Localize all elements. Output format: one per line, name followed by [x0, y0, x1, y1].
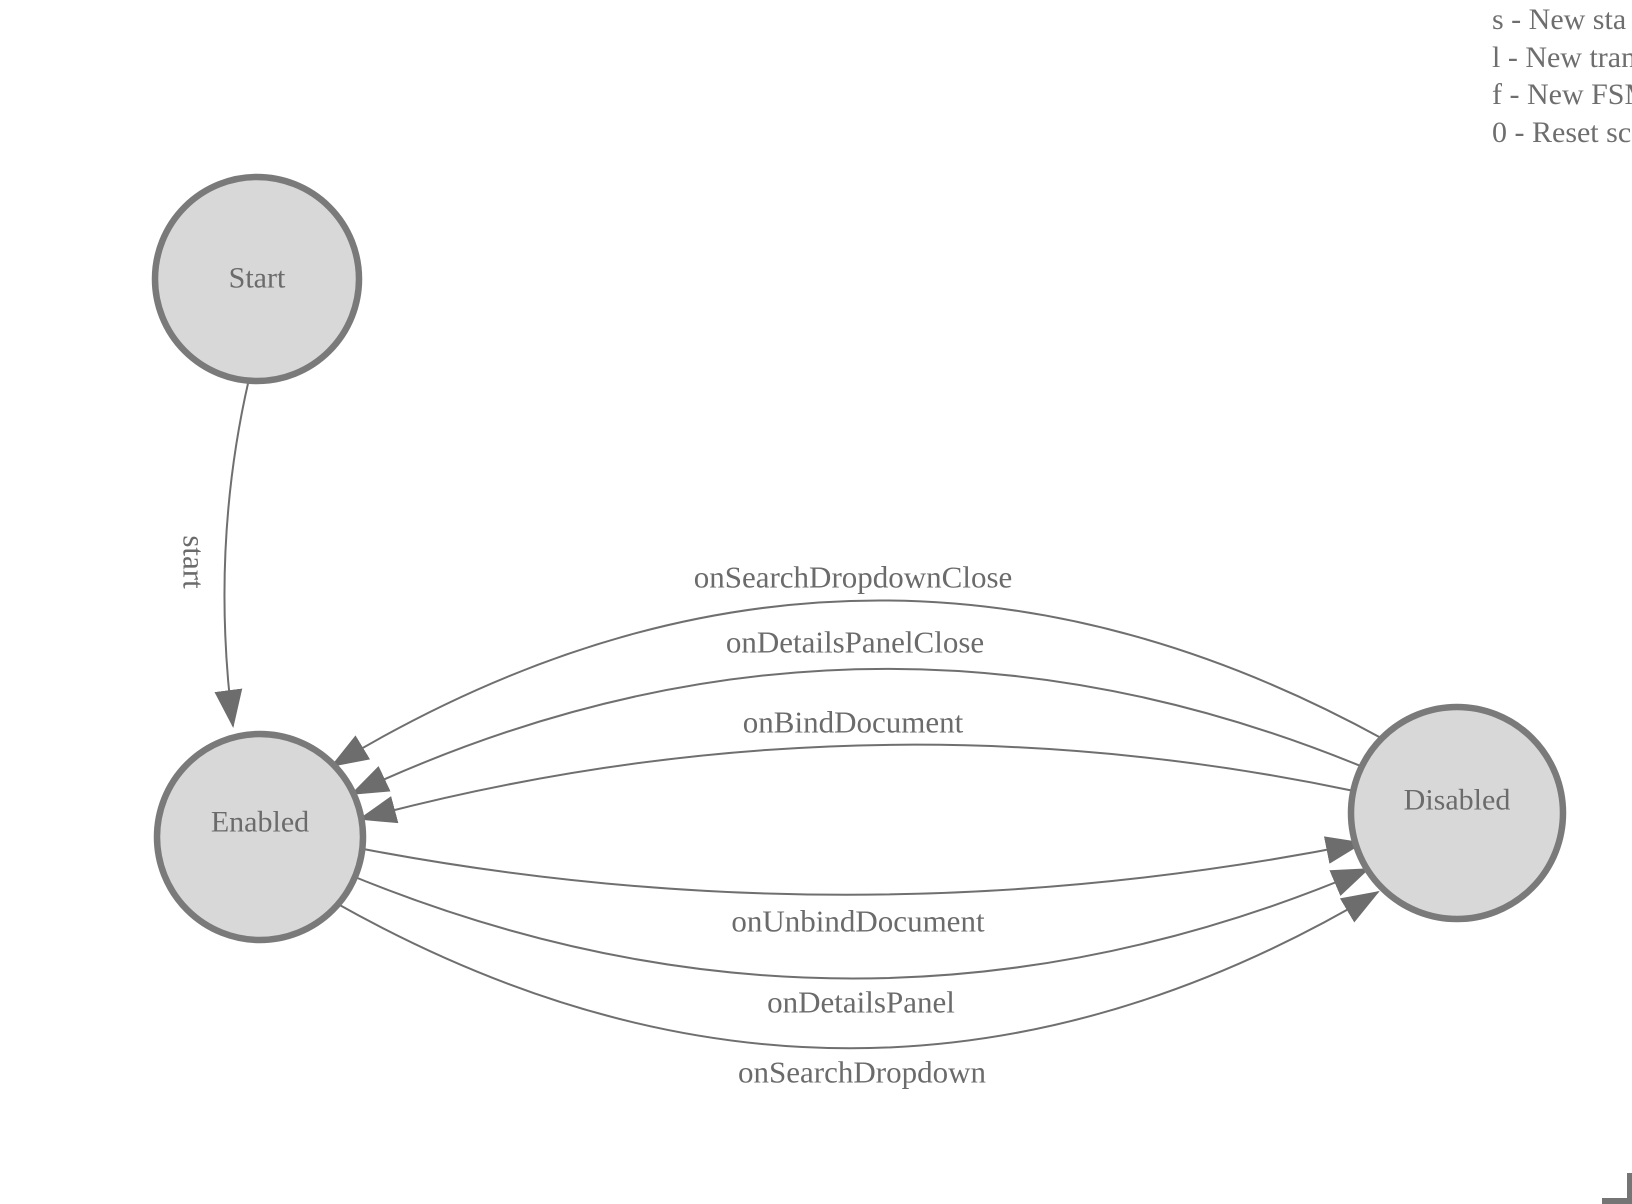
transition-path-onDetailsPanelClose[interactable] [350, 667, 1364, 795]
canvas-corner [1602, 1173, 1632, 1204]
state-label-enabled: Enabled [211, 806, 309, 839]
state-node-start[interactable]: Start [151, 173, 363, 385]
state-label-disabled: Disabled [1404, 784, 1511, 817]
transition-onSearchDropdown[interactable]: onSearchDropdown [335, 890, 1380, 1090]
transition-path-onBindDocument[interactable] [358, 743, 1355, 824]
transition-path-onSearchDropdown[interactable] [335, 890, 1380, 1050]
transition-onBindDocument[interactable]: onBindDocument [358, 705, 1355, 824]
transition-layer: start onSearchDropdownClose onDetailsPanel… [177, 378, 1384, 1090]
transition-onDetailsPanel[interactable]: onDetailsPanel [349, 868, 1370, 1020]
transition-label-onDetailsPanel: onDetailsPanel [767, 985, 955, 1020]
transition-label-onBindDocument: onBindDocument [743, 705, 964, 740]
legend-line-new-state: s - New sta [1492, 3, 1627, 36]
state-node-enabled[interactable]: Enabled [153, 730, 367, 944]
transition-label-onDetailsPanelClose: onDetailsPanelClose [726, 625, 984, 660]
transition-path-onUnbindDocument[interactable] [357, 836, 1364, 896]
state-label-start: Start [229, 262, 286, 295]
state-circle-disabled[interactable] [1347, 703, 1567, 923]
transition-path-onDetailsPanel[interactable] [349, 868, 1370, 980]
legend-line-new-transition: l - New tran [1492, 40, 1632, 74]
shortcuts-legend: s - New sta l - New tran f - New FSM 0 -… [1492, 1, 1632, 151]
transition-label-onUnbindDocument: onUnbindDocument [731, 904, 985, 939]
transition-path-onSearchDropdownClose[interactable] [330, 599, 1384, 768]
transition-path-start[interactable] [214, 378, 250, 728]
transition-label-start: start [177, 535, 212, 589]
transition-start[interactable]: start [177, 378, 250, 728]
state-circle-enabled[interactable] [153, 730, 367, 944]
legend-line-new-fsm: f - New FSM [1492, 78, 1632, 112]
transition-onDetailsPanelClose[interactable]: onDetailsPanelClose [350, 625, 1364, 795]
state-node-disabled[interactable]: Disabled [1347, 703, 1567, 923]
legend-line-reset: 0 - Reset sc [1492, 115, 1632, 149]
transition-onUnbindDocument[interactable]: onUnbindDocument [357, 836, 1364, 939]
transition-onSearchDropdownClose[interactable]: onSearchDropdownClose [330, 560, 1384, 768]
state-circle-start[interactable] [151, 173, 363, 385]
transition-label-onSearchDropdown: onSearchDropdown [738, 1055, 986, 1090]
transition-label-onSearchDropdownClose: onSearchDropdownClose [694, 560, 1013, 595]
